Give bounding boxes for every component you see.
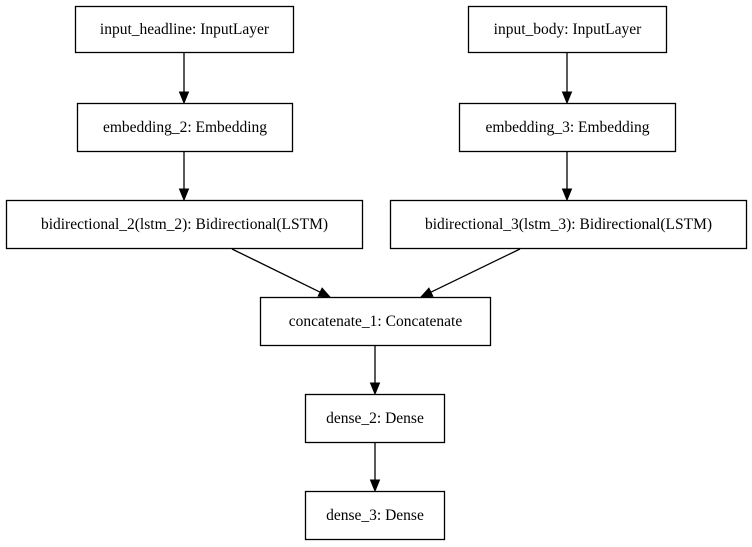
node-embedding-2: embedding_2: Embedding [76,102,294,153]
edge-input-body-to-embedding-3 [561,53,573,105]
edge-bidirectional-3-to-concatenate-1 [419,248,521,298]
edge-embedding-2-to-bidirectional-2 [178,152,190,202]
node-concatenate-1: concatenate_1: Concatenate [259,296,492,347]
node-label: embedding_2: Embedding [103,119,267,136]
node-label: dense_3: Dense [326,507,424,524]
nodes-layer: input_headline: InputLayer input_body: I… [5,5,748,541]
node-dense-3: dense_3: Dense [304,490,446,541]
edge-dense-2-to-dense-3 [369,443,381,493]
edge-concatenate-1-to-dense-2 [369,346,381,396]
edges-layer [178,53,573,493]
node-label: input_body: InputLayer [494,21,642,38]
node-input-headline: input_headline: InputLayer [74,5,295,54]
node-bidirectional-3: bidirectional_3(lstm_3): Bidirectional(L… [389,199,748,250]
node-dense-2: dense_2: Dense [304,393,446,444]
node-input-body: input_body: InputLayer [467,5,668,54]
node-bidirectional-2: bidirectional_2(lstm_2): Bidirectional(L… [5,199,364,250]
edge-input-headline-to-embedding-2 [178,53,190,105]
node-label: concatenate_1: Concatenate [289,313,463,330]
node-label: input_headline: InputLayer [100,21,270,38]
node-label: bidirectional_2(lstm_2): Bidirectional(L… [41,216,328,233]
node-embedding-3: embedding_3: Embedding [458,102,677,153]
node-label: dense_2: Dense [326,410,424,427]
node-label: bidirectional_3(lstm_3): Bidirectional(L… [425,216,712,233]
edge-embedding-3-to-bidirectional-3 [561,152,573,202]
node-label: embedding_3: Embedding [485,119,649,136]
edge-bidirectional-2-to-concatenate-1 [231,248,332,298]
